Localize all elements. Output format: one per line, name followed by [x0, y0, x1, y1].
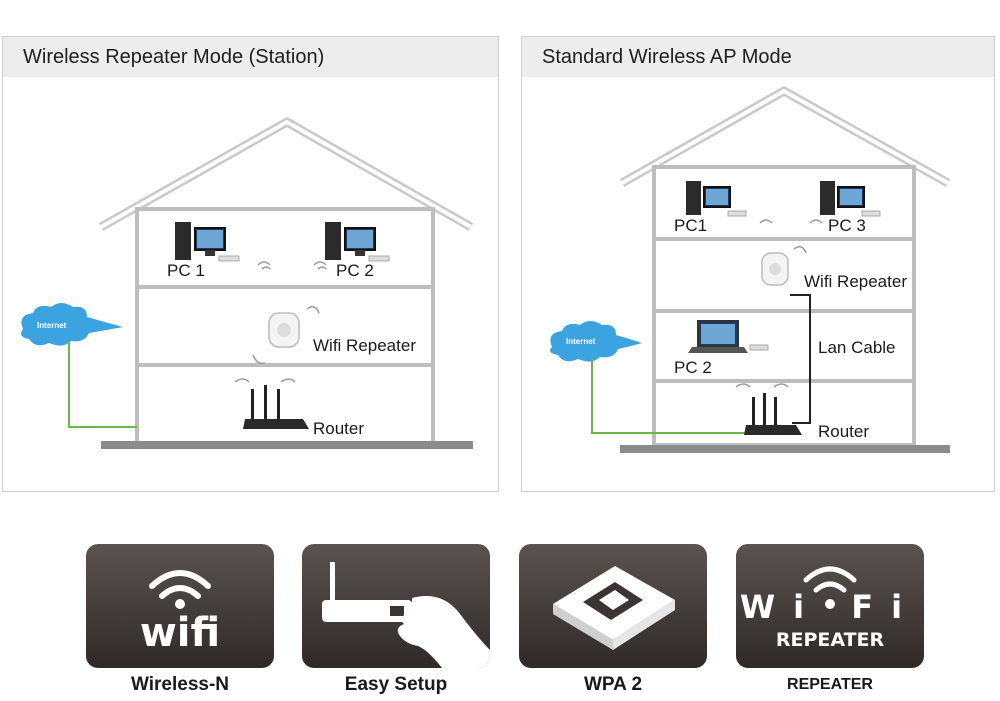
signal-wave-icon	[759, 219, 823, 224]
wifi-repeater-logo-icon: Wi Fi REPEATER	[740, 566, 920, 651]
cloud-label: Internet	[37, 321, 67, 330]
ground-line	[620, 445, 950, 453]
house-roof	[619, 85, 951, 187]
wifi-repeater-device-icon	[761, 246, 807, 286]
wifi-repeater-label: Wifi Repeater	[804, 272, 907, 291]
wpa2-caption: WPA 2	[583, 674, 643, 695]
easy-setup-caption: Easy Setup	[344, 674, 448, 695]
pc1-label: PC1	[674, 216, 707, 235]
pc1-computer-icon	[175, 222, 240, 262]
internet-cloud-icon: Internet	[21, 303, 123, 346]
router-label: Router	[818, 422, 869, 441]
internet-cable	[591, 359, 748, 434]
house-floors	[652, 165, 916, 447]
repeater-tile: Wi Fi REPEATER	[736, 544, 924, 668]
plug-in-hand-icon	[322, 562, 490, 668]
pc3-label: PC 3	[828, 216, 866, 235]
internet-cable	[68, 341, 137, 428]
router-device-icon	[735, 383, 802, 435]
security-chip-icon	[553, 566, 675, 650]
wireless-n-tile: wifi	[86, 544, 274, 668]
panel-title: Standard Wireless AP Mode	[522, 37, 994, 77]
house-roof	[98, 116, 474, 231]
ap-mode-diagram: Internet PC1 PC 3 Wifi Repeater	[550, 85, 951, 453]
repeater-caption: REPEATER	[787, 676, 873, 693]
pc3-computer-icon	[820, 181, 881, 217]
cloud-label: Internet	[566, 337, 596, 346]
wifi-repeater-device-icon	[252, 306, 320, 365]
pc2-computer-icon	[325, 222, 390, 262]
panel-title: Wireless Repeater Mode (Station)	[3, 37, 498, 77]
pc2-laptop-icon	[688, 320, 769, 353]
pc2-label: PC 2	[674, 358, 712, 377]
pc2-label: PC 2	[336, 261, 374, 280]
wpa2-tile	[519, 544, 707, 668]
ap-mode-panel: Standard Wireless AP Mode Internet PC1	[521, 36, 995, 492]
internet-cloud-icon: Internet	[550, 321, 642, 362]
signal-wave-icon	[257, 261, 327, 270]
wifi-logo-icon: wifi	[140, 570, 220, 656]
pc1-label: PC 1	[167, 261, 205, 280]
lan-cable-label: Lan Cable	[818, 338, 896, 357]
ground-line	[101, 441, 473, 449]
router-label: Router	[313, 419, 364, 438]
repeater-logo-text: Wi Fi	[740, 588, 920, 626]
wireless-n-caption: Wireless-N	[130, 674, 230, 695]
repeater-mode-panel: Wireless Repeater Mode (Station) Interne…	[2, 36, 499, 492]
wifi-repeater-label: Wifi Repeater	[313, 336, 416, 355]
easy-setup-tile	[302, 544, 490, 668]
router-device-icon	[234, 378, 309, 429]
lan-cable-line	[790, 294, 811, 424]
wifi-logo-text: wifi	[140, 610, 220, 656]
pc1-computer-icon	[686, 181, 747, 217]
repeater-mode-diagram: Internet PC 1 PC 2	[21, 116, 474, 449]
repeater-logo-subtext: REPEATER	[776, 629, 885, 651]
